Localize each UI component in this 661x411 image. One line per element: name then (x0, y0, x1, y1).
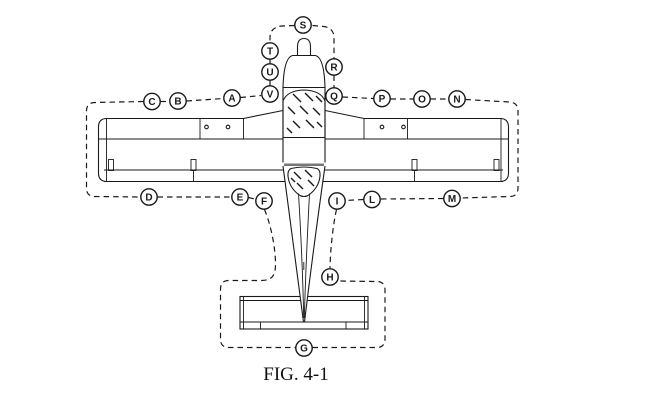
nose-dashed-boundary (269, 24, 335, 88)
wing-tip-right (500, 117, 510, 183)
hinge-bracket (493, 159, 500, 171)
svg-text:N: N (453, 95, 460, 106)
callout-B: B (169, 92, 187, 110)
callout-M: M (443, 189, 461, 208)
hinge-bracket (411, 159, 418, 171)
svg-text:R: R (330, 63, 338, 74)
wing-dot (225, 124, 231, 130)
callout-C: C (143, 92, 161, 111)
tail-boom (282, 165, 326, 323)
callout-H: H (321, 268, 339, 286)
callout-A: A (223, 89, 241, 107)
tail-dashed-boundary (219, 209, 386, 349)
svg-text:H: H (326, 273, 333, 284)
windshield (282, 89, 326, 139)
svg-text:B: B (174, 97, 181, 108)
wing-leading-edge-right (324, 109, 501, 120)
callout-Q: Q (325, 87, 343, 105)
wing-tip-left (97, 117, 107, 183)
windshield-hatching (286, 92, 323, 134)
svg-text:L: L (369, 195, 375, 206)
svg-text:U: U (266, 68, 273, 79)
tail-group (239, 165, 369, 330)
callout-S: S (294, 16, 312, 34)
engine-cowling (282, 54, 326, 89)
callout-G: G (295, 339, 313, 357)
callout-F: F (255, 192, 273, 210)
callout-I: I (328, 192, 346, 210)
wing-dot (401, 124, 406, 130)
wing-leading-edge-left (106, 109, 284, 120)
callout-T: T (261, 42, 279, 60)
callout-R: R (325, 58, 343, 76)
center-section-bar (284, 163, 324, 167)
figure-caption: FIG. 4-1 (263, 364, 329, 385)
svg-text:C: C (148, 97, 155, 108)
callout-N: N (448, 90, 466, 108)
callout-labels: S TUV R Q C B A P O N D E F I L M H G (140, 16, 466, 357)
wing-dashed-boundary (85, 94, 519, 202)
propeller-spinner (296, 37, 312, 56)
hinge-bracket (190, 159, 197, 171)
rear-window (287, 166, 321, 198)
callout-L: L (363, 190, 381, 209)
wing-dot (204, 124, 209, 130)
callout-U: U (261, 63, 279, 81)
callout-E: E (231, 188, 249, 206)
fuselage (282, 37, 326, 163)
svg-text:Q: Q (330, 92, 338, 103)
leader-I-to-H (329, 209, 338, 269)
leader-F-to-tail-box (219, 209, 296, 349)
svg-text:V: V (267, 90, 274, 101)
tail-box-right (312, 280, 386, 349)
svg-text:S: S (300, 21, 307, 32)
svg-text:P: P (379, 94, 386, 105)
callout-O: O (413, 90, 431, 108)
wing (97, 109, 510, 183)
callout-P: P (373, 89, 391, 108)
svg-text:E: E (237, 193, 244, 204)
svg-text:M: M (448, 194, 456, 205)
callout-D: D (140, 188, 158, 206)
svg-text:G: G (300, 344, 308, 355)
svg-text:I: I (336, 197, 339, 208)
hinge-bracket (108, 159, 114, 171)
rear-window-hatching (290, 169, 315, 190)
svg-text:D: D (145, 193, 152, 204)
svg-text:O: O (418, 95, 426, 106)
callout-V: V (261, 85, 279, 103)
svg-text:T: T (267, 47, 273, 58)
svg-text:F: F (261, 197, 267, 208)
wing-dot (379, 124, 385, 130)
svg-text:A: A (228, 94, 235, 105)
